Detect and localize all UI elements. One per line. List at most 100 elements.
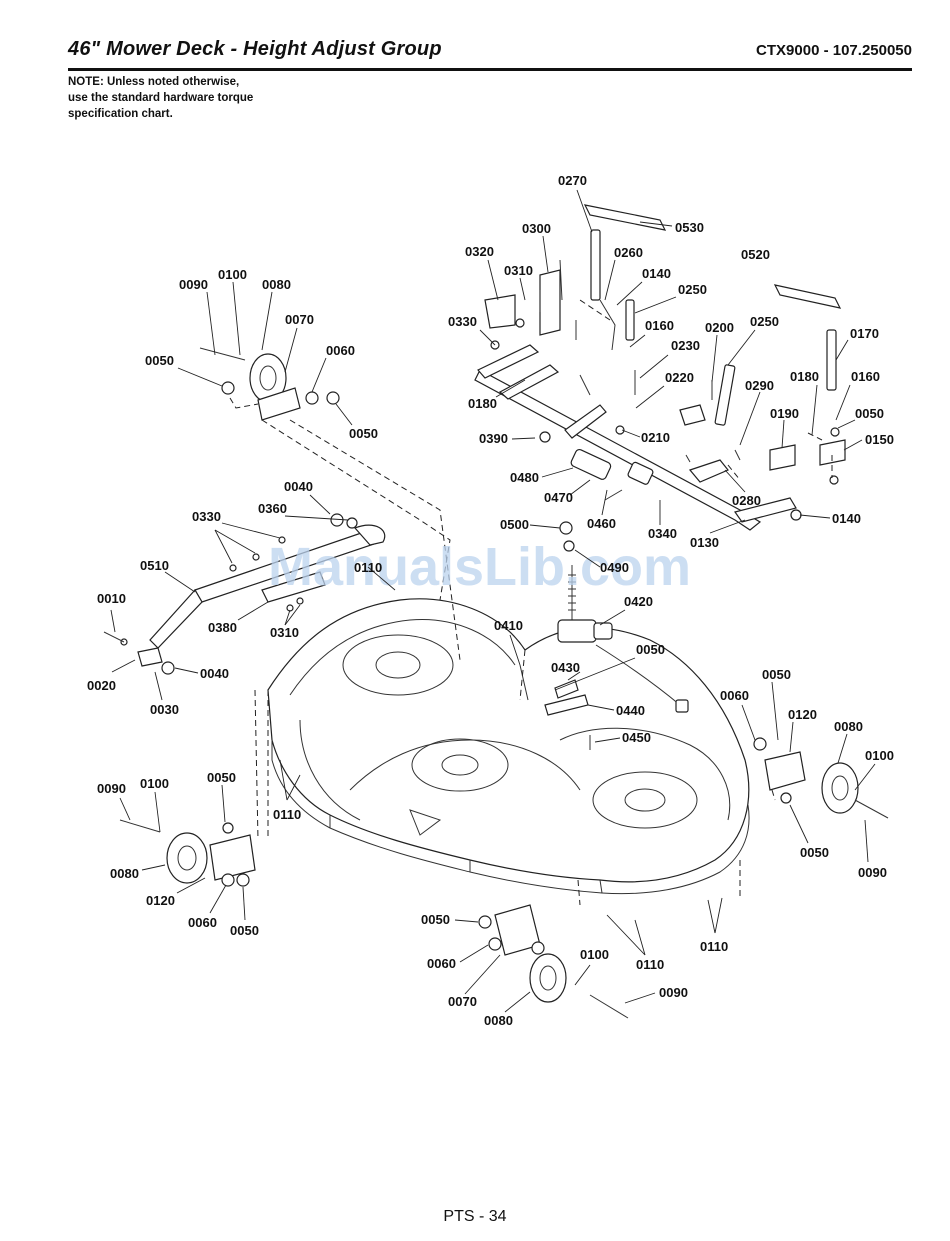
callout-label: 0110 [700, 939, 728, 954]
callout-label: 0120 [788, 707, 817, 722]
callout-label: 0050 [145, 353, 174, 368]
callout-label: 0340 [648, 526, 677, 541]
callout-labels: 0270 0530 0300 0320 0310 0260 0140 0250 … [87, 173, 894, 1028]
adjust-rod-assembly [103, 513, 386, 675]
callout-label: 0050 [636, 642, 665, 657]
callout-label: 0100 [140, 776, 169, 791]
callout-label: 0110 [354, 560, 382, 575]
callout-label: 0170 [850, 326, 879, 341]
callout-label: 0160 [645, 318, 674, 333]
callout-label: 0440 [616, 703, 645, 718]
callout-label: 0050 [800, 845, 829, 860]
callout-label: 0160 [851, 369, 880, 384]
callout-label: 0230 [671, 338, 700, 353]
callout-label: 0090 [858, 865, 887, 880]
callout-label: 0050 [349, 426, 378, 441]
callout-label: 0090 [179, 277, 208, 292]
gauge-wheel-bottom-center [478, 904, 629, 1019]
page-number: PTS - 34 [443, 1208, 507, 1225]
callout-label: 0380 [208, 620, 237, 635]
callout-label: 0020 [87, 678, 116, 693]
callout-label: 0060 [720, 688, 749, 703]
callout-label: 0470 [544, 490, 573, 505]
callout-label: 0260 [614, 245, 643, 260]
callout-label: 0060 [326, 343, 355, 358]
callout-label: 0390 [479, 431, 508, 446]
callout-label: 0100 [865, 748, 894, 763]
lift-actuator-assembly [519, 521, 689, 750]
callout-label: 0450 [622, 730, 651, 745]
callout-label: 0180 [468, 396, 497, 411]
callout-label: 0330 [192, 509, 221, 524]
callout-label: 0120 [146, 893, 175, 908]
torque-note: NOTE: Unless noted otherwise, use the st… [68, 74, 328, 122]
leader-lines [110, 189, 876, 1013]
callout-label: 0420 [624, 594, 653, 609]
callout-label: 0220 [665, 370, 694, 385]
callout-label: 0070 [448, 994, 477, 1009]
callout-label: 0510 [140, 558, 169, 573]
note-line-1: NOTE: Unless noted otherwise, [68, 76, 240, 88]
height-adjust-linkage [474, 204, 846, 531]
callout-label: 0100 [218, 267, 247, 282]
callout-label: 0490 [600, 560, 629, 575]
gauge-wheel-top-left [199, 347, 340, 421]
callout-label: 0150 [865, 432, 894, 447]
callout-label: 0430 [551, 660, 580, 675]
callout-label: 0210 [641, 430, 670, 445]
callout-label: 0090 [659, 985, 688, 1000]
callout-label: 0110 [636, 957, 664, 972]
callout-label: 0100 [580, 947, 609, 962]
mower-deck-shell [267, 598, 750, 895]
callout-label: 0080 [484, 1013, 513, 1028]
callout-label: 0040 [200, 666, 229, 681]
callout-label: 0050 [230, 923, 259, 938]
callout-label: 0080 [834, 719, 863, 734]
callout-label: 0250 [750, 314, 779, 329]
callout-label: 0520 [741, 247, 770, 262]
callout-label: 0290 [745, 378, 774, 393]
note-line-3: specification chart. [68, 108, 173, 120]
callout-label: 0090 [97, 781, 126, 796]
page-header: 46" Mower Deck - Height Adjust Group CTX… [68, 38, 912, 71]
callout-label: 0460 [587, 516, 616, 531]
assembly-lines [254, 419, 776, 906]
callout-label: 0310 [504, 263, 533, 278]
callout-label: 0050 [855, 406, 884, 421]
callout-label: 0330 [448, 314, 477, 329]
callout-label: 0050 [762, 667, 791, 682]
callout-label: 0320 [465, 244, 494, 259]
callout-label: 0080 [262, 277, 291, 292]
callout-label: 0190 [770, 406, 799, 421]
callout-label: 0050 [207, 770, 236, 785]
callout-label: 0530 [675, 220, 704, 235]
callout-label: 0140 [832, 511, 861, 526]
callout-label: 0410 [494, 618, 523, 633]
callout-label: 0480 [510, 470, 539, 485]
callout-label: 0060 [188, 915, 217, 930]
callout-label: 0280 [732, 493, 761, 508]
model-number: CTX9000 - 107.250050 [756, 42, 912, 59]
callout-label: 0010 [97, 591, 126, 606]
callout-label: 0050 [421, 912, 450, 927]
callout-label: 0040 [284, 479, 313, 494]
callout-label: 0270 [558, 173, 587, 188]
callout-label: 0310 [270, 625, 299, 640]
watermark-text: ManualsLib.com [268, 537, 691, 597]
callout-label: 0060 [427, 956, 456, 971]
callout-label: 0080 [110, 866, 139, 881]
callout-label: 0130 [690, 535, 719, 550]
callout-label: 0140 [642, 266, 671, 281]
callout-label: 0500 [500, 517, 529, 532]
callout-label: 0200 [705, 320, 734, 335]
callout-label: 0360 [258, 501, 287, 516]
page-title: 46" Mower Deck - Height Adjust Group [68, 38, 442, 60]
callout-label: 0030 [150, 702, 179, 717]
callout-label: 0180 [790, 369, 819, 384]
gauge-wheel-bottom-left [119, 819, 256, 887]
callout-label: 0250 [678, 282, 707, 297]
callout-label: 0110 [273, 807, 301, 822]
callout-label: 0300 [522, 221, 551, 236]
note-line-2: use the standard hardware torque [68, 92, 254, 104]
